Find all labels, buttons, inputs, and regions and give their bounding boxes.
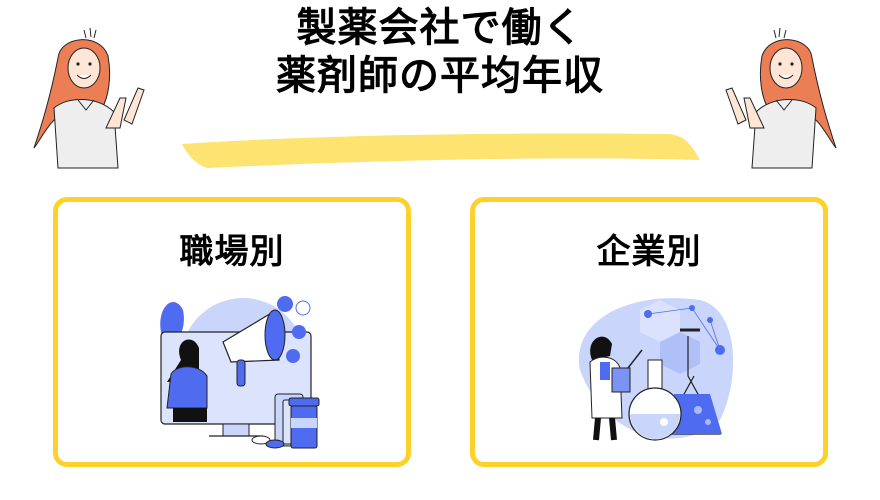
pointing-woman-icon [33, 28, 145, 169]
card-by-workplace[interactable]: 職場別 [53, 197, 411, 467]
highlight-brush-stroke [182, 133, 700, 168]
title-line-2: 薬剤師の平均年収 [276, 53, 604, 99]
megaphone-monitor-medicine-icon [160, 296, 320, 449]
card-by-company[interactable]: 企業別 [470, 197, 828, 467]
pointing-woman-icon [725, 28, 837, 169]
page-title: 製薬会社で働く 薬剤師の平均年収 [200, 4, 680, 100]
card-title: 企業別 [596, 232, 702, 272]
card-title: 職場別 [179, 232, 285, 272]
scientist-flask-icon [578, 298, 734, 441]
title-line-1: 製薬会社で働く [296, 5, 584, 51]
